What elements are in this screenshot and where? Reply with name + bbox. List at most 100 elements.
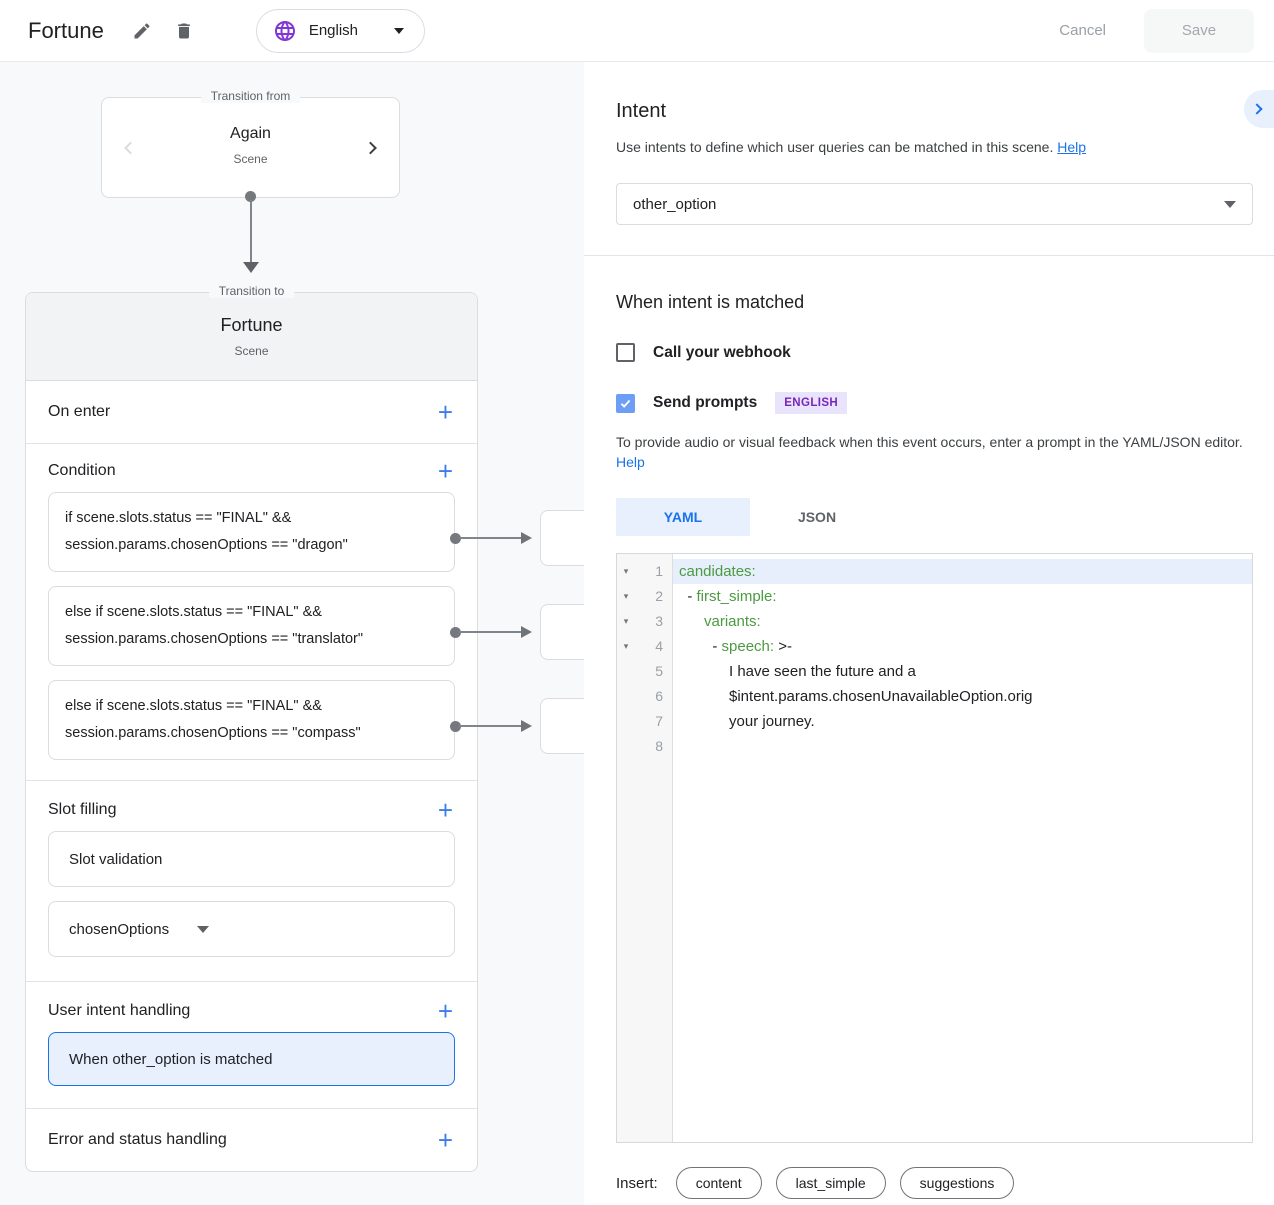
fold-arrow-icon[interactable]: ▾: [623, 616, 629, 626]
condition-line-1: if scene.slots.status == "FINAL" &&: [65, 510, 292, 526]
add-slot-button[interactable]: +: [437, 795, 453, 825]
gutter-row: 6: [617, 684, 672, 709]
gutter-row: 8: [617, 734, 672, 759]
transition-from-legend: Transition from: [200, 89, 301, 103]
code-line: $intent.params.chosenUnavailableOption.o…: [673, 684, 1252, 709]
code-token: variants:: [704, 613, 761, 630]
insert-label: Insert:: [616, 1174, 658, 1192]
gutter-row: ▾4: [617, 634, 672, 659]
intent-handler-item-selected[interactable]: When other_option is matched: [48, 1032, 455, 1086]
line-number: 4: [655, 638, 663, 654]
language-selector[interactable]: English: [255, 8, 426, 53]
fold-arrow-icon[interactable]: ▾: [623, 591, 629, 601]
intent-select[interactable]: other_option: [616, 183, 1253, 225]
code-line: variants:: [673, 609, 1252, 634]
chevron-down-icon: [197, 925, 210, 933]
code-line: - speech: >-: [673, 634, 1252, 659]
panel-description-text: Use intents to define which user queries…: [616, 139, 1054, 155]
from-scene-type: Scene: [233, 152, 268, 166]
fold-arrow-icon[interactable]: ▾: [623, 566, 629, 576]
language-label: English: [308, 22, 359, 39]
code-line: I have seen the future and a: [673, 659, 1252, 684]
transition-target-card[interactable]: [540, 604, 584, 660]
fold-arrow-icon[interactable]: ▾: [623, 641, 629, 651]
slot-filling-section: Slot filling +: [26, 781, 477, 831]
editor-code-area[interactable]: candidates: - first_simple: variants: - …: [673, 554, 1252, 1142]
save-button[interactable]: Save: [1144, 8, 1254, 53]
connector-dot: [450, 627, 461, 638]
matched-heading: When intent is matched: [616, 292, 805, 312]
transition-to-card: Transition to Fortune Scene On enter + C…: [25, 284, 478, 1172]
arrow-down-icon: [243, 262, 259, 273]
editor-tabs: YAML JSON: [616, 498, 1274, 536]
tab-yaml[interactable]: YAML: [616, 498, 750, 536]
section-divider: [584, 255, 1274, 256]
code-line: [673, 734, 1252, 759]
tab-json[interactable]: JSON: [797, 509, 837, 525]
panel-title: Intent: [616, 100, 667, 122]
error-handling-label: Error and status handling: [48, 1131, 227, 1148]
slot-validation-item[interactable]: Slot validation: [48, 831, 455, 887]
code-token: speech:: [721, 638, 775, 655]
user-intent-label: User intent handling: [48, 1002, 191, 1019]
language-badge: ENGLISH: [775, 392, 848, 414]
code-token: -: [679, 588, 697, 605]
send-prompts-label: Send prompts: [653, 394, 758, 411]
insert-chip-content[interactable]: content: [675, 1167, 762, 1199]
condition-line-2: session.params.chosenOptions == "dragon": [65, 537, 348, 553]
condition-line-1: else if scene.slots.status == "FINAL" &&: [65, 698, 322, 714]
condition-list: if scene.slots.status == "FINAL" && sessi…: [26, 492, 477, 760]
chevron-down-icon: [394, 27, 405, 34]
cancel-button[interactable]: Cancel: [1059, 22, 1106, 39]
add-on-enter-button[interactable]: +: [437, 397, 453, 427]
code-line: - first_simple:: [673, 584, 1252, 609]
line-number: 2: [655, 588, 663, 604]
condition-box[interactable]: else if scene.slots.status == "FINAL" &&…: [48, 586, 455, 666]
line-number: 1: [655, 563, 663, 579]
send-prompts-checkbox[interactable]: [616, 393, 635, 413]
condition-line-2: session.params.chosenOptions == "compass…: [65, 725, 361, 741]
from-scene-name[interactable]: Again: [230, 125, 271, 142]
code-line: your journey.: [673, 709, 1252, 734]
intents-help-link[interactable]: Help: [1057, 139, 1087, 155]
add-intent-handler-button[interactable]: +: [437, 996, 453, 1026]
edit-scene-button[interactable]: [128, 17, 156, 45]
pencil-icon: [134, 22, 150, 38]
condition-box[interactable]: else if scene.slots.status == "FINAL" &&…: [48, 680, 455, 760]
intent-handler-label: When other_option is matched: [69, 1050, 273, 1068]
slot-param-item[interactable]: chosenOptions: [48, 901, 455, 957]
code-token: first_simple:: [696, 588, 777, 605]
check-icon: [620, 399, 631, 408]
code-token: [679, 613, 704, 630]
connector-line: [250, 200, 252, 264]
webhook-checkbox[interactable]: [616, 343, 635, 362]
add-error-handler-button[interactable]: +: [437, 1125, 453, 1155]
prompts-help-link[interactable]: Help: [616, 454, 645, 470]
intent-panel: Intent Use intents to define which user …: [584, 62, 1274, 1205]
on-enter-label: On enter: [48, 403, 111, 420]
line-number: 5: [655, 663, 663, 679]
transition-from-card: Transition from Again Scene: [101, 89, 400, 198]
arrow-right-icon: [521, 532, 532, 544]
gutter-row: ▾1: [617, 559, 672, 584]
topbar: Fortune English Cancel Save: [0, 0, 1274, 62]
collapse-panel-button[interactable]: [1244, 90, 1274, 128]
arrow-right-icon: [521, 720, 532, 732]
connector-dot: [450, 533, 461, 544]
add-condition-button[interactable]: +: [437, 456, 453, 486]
delete-scene-button[interactable]: [170, 17, 198, 45]
condition-box[interactable]: if scene.slots.status == "FINAL" && sessi…: [48, 492, 455, 572]
user-intent-section: User intent handling +: [26, 982, 477, 1032]
slot-param-label: chosenOptions: [69, 920, 170, 938]
insert-chip-suggestions[interactable]: suggestions: [899, 1167, 1015, 1199]
panel-description: Use intents to define which user queries…: [616, 139, 1274, 155]
send-prompts-row: Send prompts ENGLISH: [616, 392, 1274, 414]
connector-dot: [450, 721, 461, 732]
condition-section: Condition +: [26, 444, 477, 492]
transition-target-card[interactable]: [540, 698, 584, 754]
scene-title: Fortune: [28, 17, 104, 43]
transition-target-card[interactable]: [540, 510, 584, 566]
insert-chip-last_simple[interactable]: last_simple: [775, 1167, 886, 1199]
